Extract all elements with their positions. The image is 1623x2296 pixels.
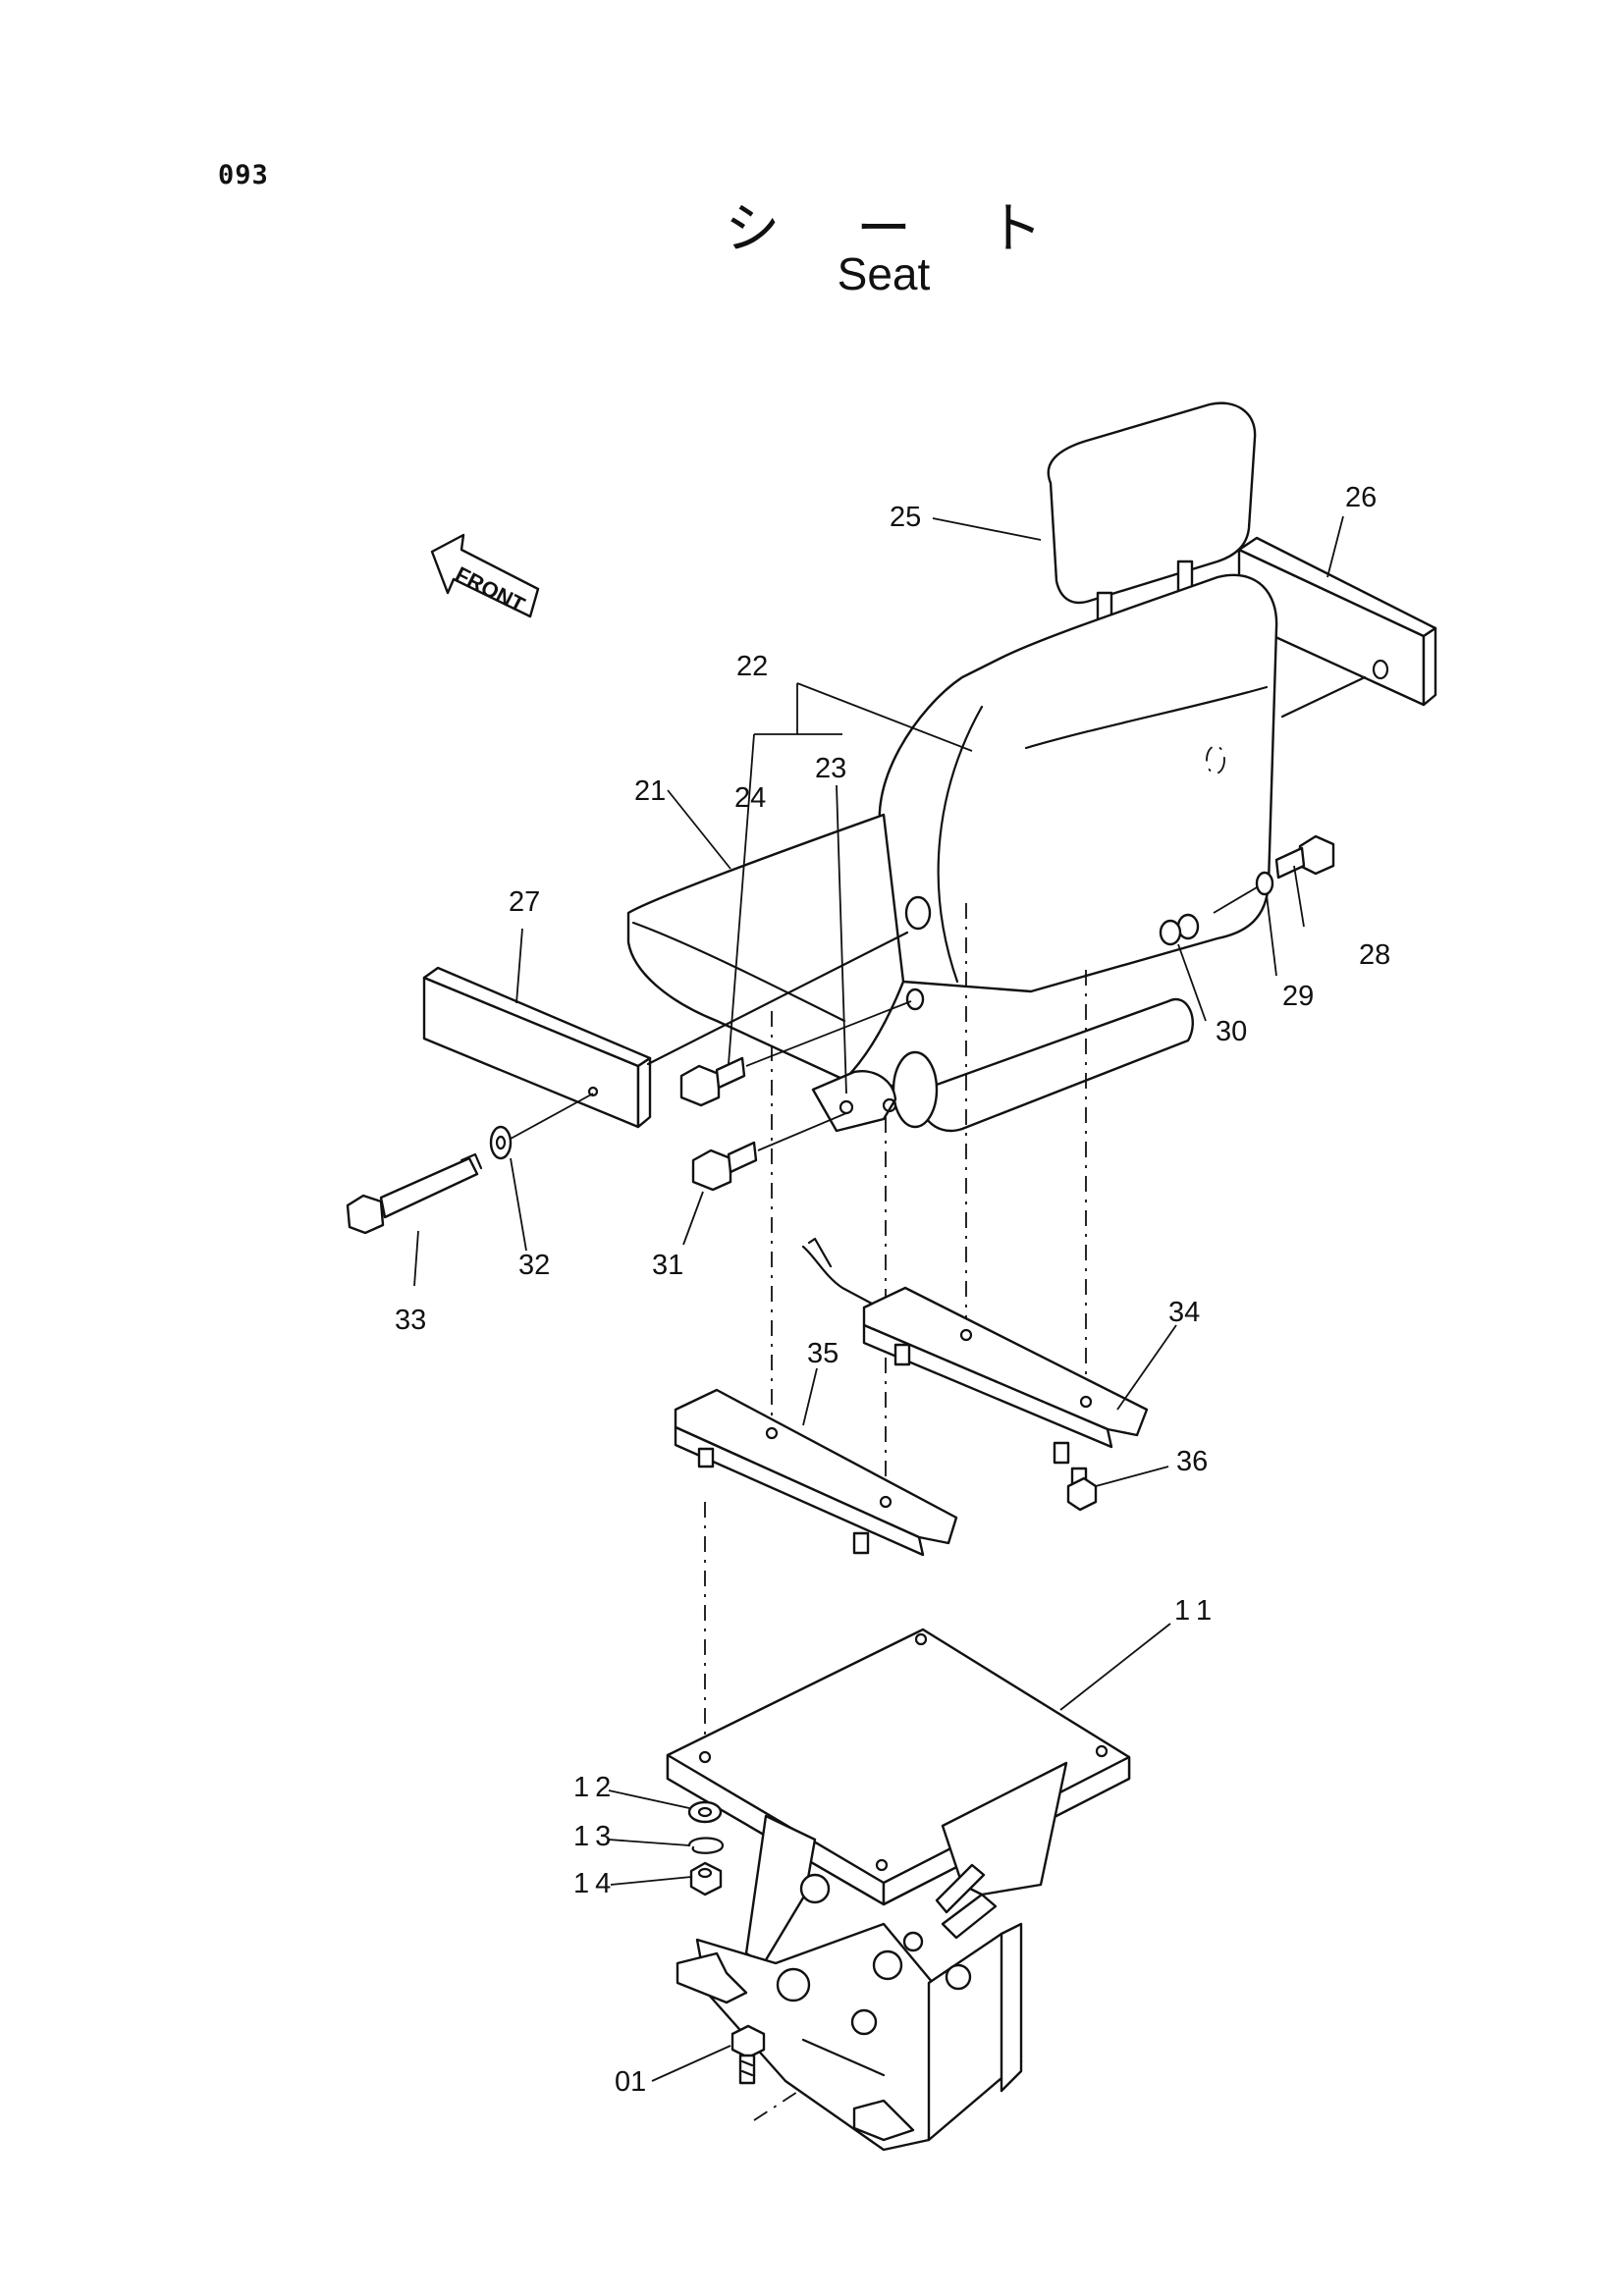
callout-36: 36: [1176, 1446, 1208, 1477]
callout-labels: 25 26 22 23 24 21 27 28 29 30 31 32 33 3…: [395, 482, 1390, 2098]
part-11-seat-stand: [666, 1628, 1131, 2152]
callout-29: 29: [1282, 981, 1314, 1012]
part-31-bolt-icon: [691, 1112, 847, 1192]
part-34-seat-rail-right: [801, 1237, 1149, 1465]
part-13-spring-washer-icon: [687, 1837, 725, 1854]
page-title-japanese: シ ー ト: [725, 197, 1043, 261]
page-number: 093: [218, 160, 269, 190]
callout-21: 21: [634, 775, 666, 807]
part-14-nut-icon: [689, 1861, 723, 1896]
callout-leader-lines: [413, 515, 1344, 2082]
part-36-bolt-icon: [1066, 1467, 1098, 1512]
part-22-seat-back: [878, 573, 1278, 993]
part-01-bolt-icon: [730, 2024, 766, 2085]
part-35-seat-rail-left: [674, 1388, 958, 1557]
part-33-long-bolt-icon: [346, 1152, 483, 1235]
page-title: Seat: [837, 248, 931, 299]
callout-31: 31: [652, 1250, 683, 1281]
part-30-spacer-icon: [1159, 913, 1200, 946]
part-28-bolt-icon: [1274, 834, 1335, 880]
callout-30: 30: [1216, 1016, 1247, 1047]
part-23-recliner-lever: [811, 1070, 897, 1133]
callout-11: 11: [1174, 1595, 1219, 1627]
assembly-centerlines: [704, 903, 1087, 2121]
callout-32: 32: [518, 1250, 550, 1281]
callout-01: 01: [615, 2066, 646, 2098]
part-32-washer-icon: [489, 1093, 594, 1160]
callout-13: 13: [573, 1821, 617, 1852]
part-12-washer-icon: [687, 1800, 723, 1824]
part-27-armrest-left: [422, 931, 909, 1129]
callout-35: 35: [807, 1338, 839, 1369]
part-21-seat-cushion: [626, 813, 1194, 1133]
callout-22: 22: [736, 651, 768, 682]
callout-28: 28: [1359, 939, 1390, 971]
callout-14: 14: [573, 1868, 617, 1899]
callout-23: 23: [815, 753, 846, 784]
callout-24: 24: [734, 782, 766, 814]
part-24-bolt-icon: [679, 1000, 912, 1107]
callout-25: 25: [890, 502, 921, 533]
callout-12: 12: [573, 1772, 617, 1803]
callout-34: 34: [1168, 1297, 1200, 1328]
part-29-washer-icon: [1213, 871, 1274, 914]
callout-33: 33: [395, 1305, 426, 1336]
front-arrow-icon: FRONT: [430, 533, 540, 618]
callout-26: 26: [1345, 482, 1377, 513]
callout-27: 27: [509, 886, 540, 918]
